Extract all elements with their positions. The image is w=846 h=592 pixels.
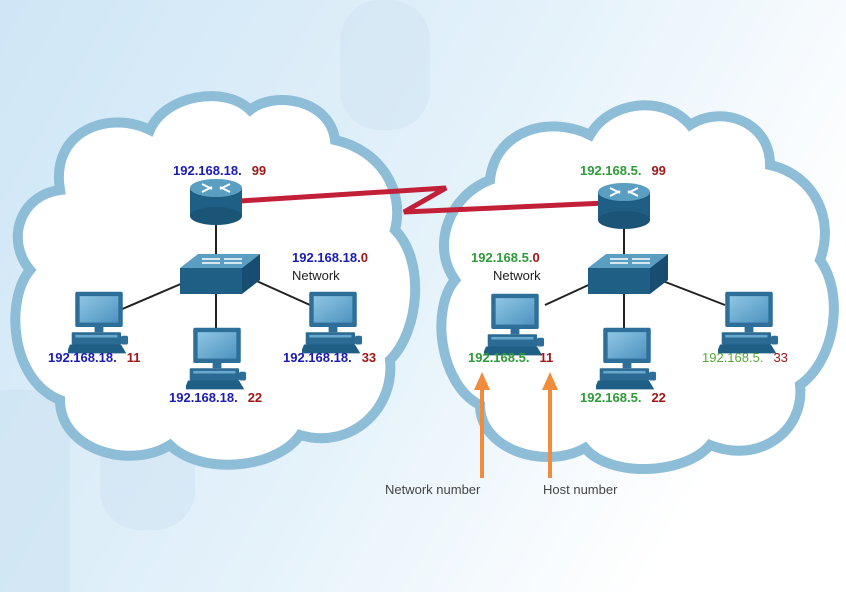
pc-icon [596,327,657,390]
wan-link [239,185,607,215]
network-number-label: Network number [385,482,481,497]
cable [119,279,191,311]
network-label-right: Network [493,268,541,283]
pc2-address-left: 192.168.18. 22 [169,390,262,405]
pc-icon [718,291,779,354]
host-part: 0 [532,250,540,265]
router-address-left: 192.168.18. 99 [173,163,266,178]
host-part: 11 [539,350,554,365]
host-part: 0 [360,250,368,265]
cable [249,277,311,306]
host-part: 22 [651,390,666,405]
network-part: 192.168.5. [471,250,533,265]
network-part: 192.168.18. [169,390,238,405]
pc3-address-left: 192.168.18. 33 [283,350,376,365]
pc-icon [68,291,129,354]
host-number-label: Host number [543,482,618,497]
host-part: 11 [126,350,141,365]
network-part: 192.168.5. [702,350,764,365]
host-part: 99 [651,163,666,178]
host-part: 33 [773,350,788,365]
network-part: 192.168.5. [468,350,530,365]
network-part: 192.168.18. [292,250,361,265]
arrow-icon [542,372,558,478]
decor-band [340,0,430,130]
router-address-right: 192.168.5. 99 [580,163,666,178]
host-part: 99 [251,163,267,178]
network-part: 192.168.18. [283,350,352,365]
network-part: 192.168.5. [580,163,642,178]
router-icon [190,179,242,225]
cable [654,277,726,306]
network-address-right: 192.168.5.0 [471,250,540,265]
pc1-address-left: 192.168.18. 11 [48,350,140,365]
network-label-left: Network [292,268,340,283]
network-address-left: 192.168.18.0 [292,250,368,265]
switch-icon [588,254,668,294]
pc-icon [484,293,545,356]
router-icon [598,183,650,229]
pc2-address-right: 192.168.5. 22 [580,390,666,405]
host-part: 33 [361,350,377,365]
decor-band [0,390,70,592]
pc-icon [186,327,247,390]
network-part: 192.168.18. [48,350,117,365]
switch-icon [180,254,260,294]
arrow-icon [474,372,490,478]
pc-icon [302,291,363,354]
network-part: 192.168.5. [580,390,642,405]
host-part: 22 [247,390,263,405]
cable [544,281,596,306]
network-part: 192.168.18. [173,163,242,178]
pc3-address-right: 192.168.5. 33 [702,350,788,365]
pc1-address-right: 192.168.5. 11 [468,350,553,365]
